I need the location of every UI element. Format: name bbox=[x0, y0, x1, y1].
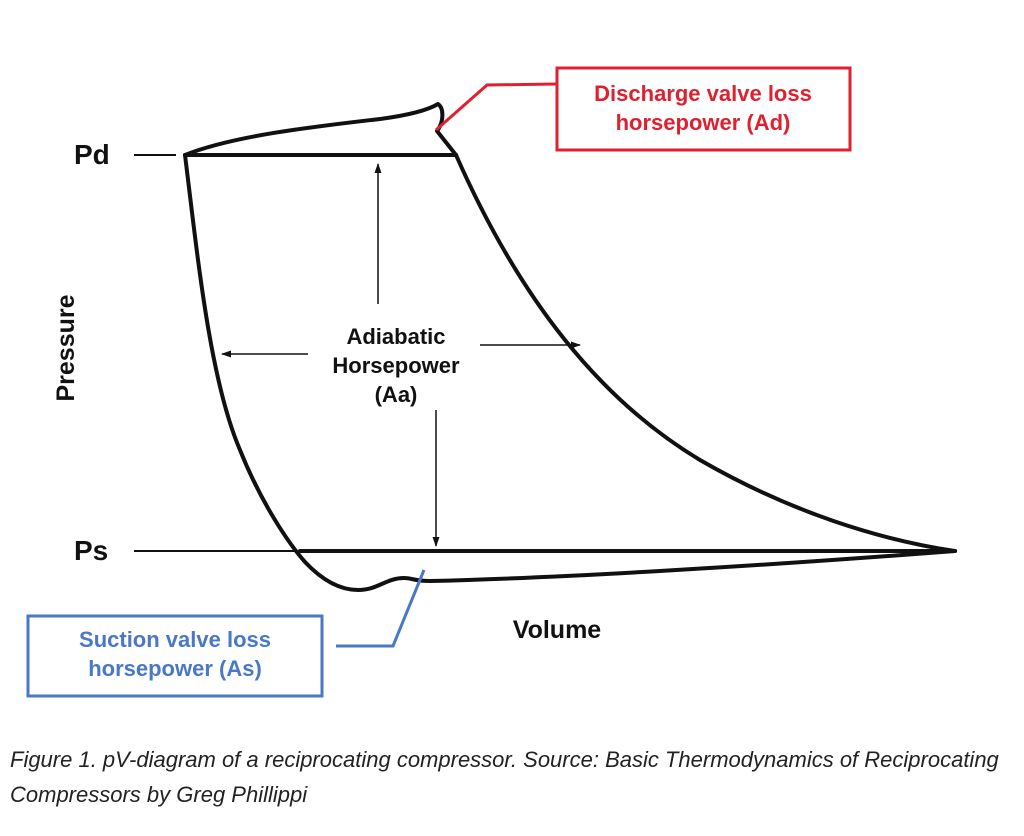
adiabatic-label-line-1: Adiabatic bbox=[346, 324, 445, 349]
pv-cycle bbox=[183, 102, 957, 592]
discharge-callout-line-1: Discharge valve loss bbox=[594, 81, 812, 106]
figure-caption: Figure 1. pV-diagram of a reciprocating … bbox=[10, 747, 999, 807]
adiabatic-label-line-3: (Aa) bbox=[375, 382, 418, 407]
suction-loss-curve bbox=[356, 549, 957, 592]
suction-callout-line-1: Suction valve loss bbox=[79, 627, 271, 652]
discharge-loss-curve bbox=[183, 102, 458, 157]
suction-callout: Suction valve loss horsepower (As) bbox=[26, 569, 426, 698]
adiabatic-label: Adiabatic Horsepower (Aa) bbox=[332, 324, 460, 407]
compression-curve bbox=[454, 153, 957, 553]
adiabatic-arrows bbox=[221, 163, 581, 547]
discharge-leader-line bbox=[435, 82, 558, 132]
discharge-callout-line-2: horsepower (Ad) bbox=[616, 110, 791, 135]
expansion-curve bbox=[183, 153, 360, 592]
suction-callout-line-2: horsepower (As) bbox=[88, 656, 262, 681]
discharge-callout-box bbox=[555, 66, 852, 152]
suction-callout-box bbox=[26, 614, 324, 698]
suction-leader-line bbox=[336, 569, 426, 648]
ps-label: Ps bbox=[74, 535, 108, 566]
y-axis-label: Pressure bbox=[52, 294, 80, 401]
pd-label: Pd bbox=[74, 139, 110, 170]
x-axis-label: Volume bbox=[513, 616, 602, 644]
pv-diagram: Pressure Volume Pd Ps Adiabatic Horsepow… bbox=[26, 66, 957, 698]
discharge-callout: Discharge valve loss horsepower (Ad) bbox=[435, 66, 852, 152]
adiabatic-label-line-2: Horsepower bbox=[332, 353, 460, 378]
